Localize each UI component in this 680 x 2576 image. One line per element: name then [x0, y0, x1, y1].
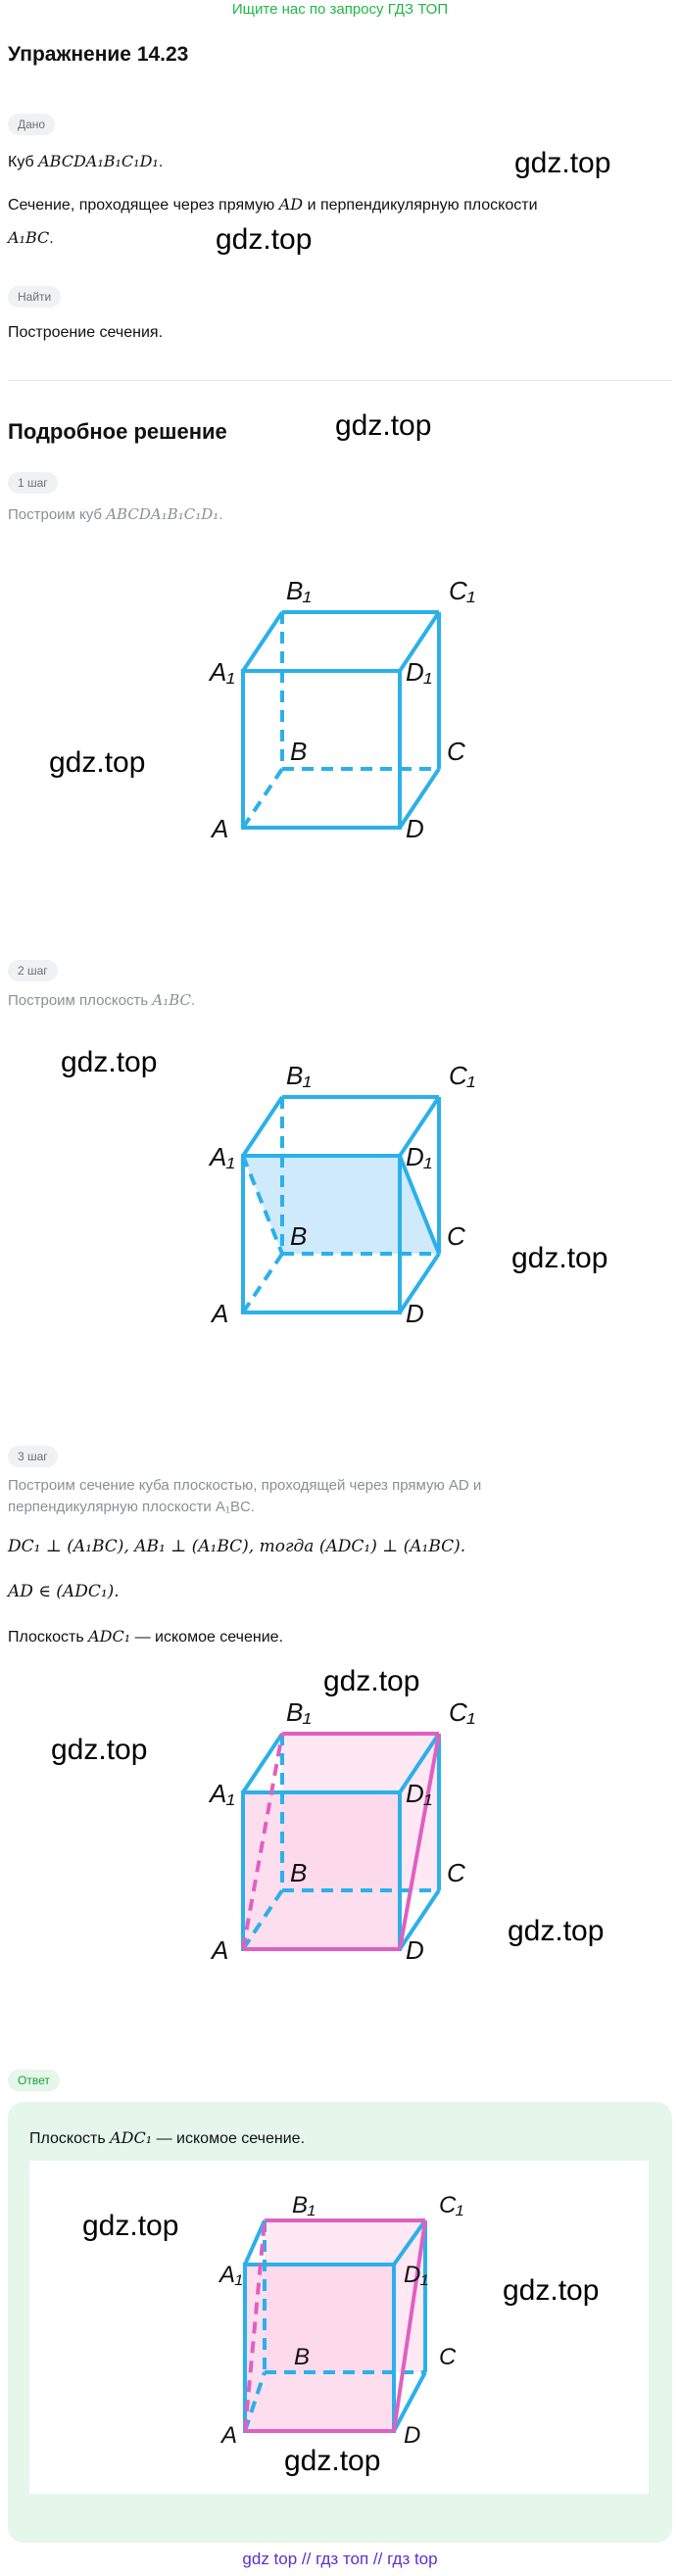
svg-text:B₁: B₁	[286, 1061, 312, 1090]
svg-text:C: C	[447, 1858, 465, 1887]
svg-text:A: A	[210, 1935, 228, 1965]
search-banner[interactable]: Ищите нас по запросу ГДЗ ТОП	[231, 1, 449, 18]
watermark: gdz.top	[82, 2210, 179, 2242]
svg-text:A₁: A₁	[208, 1142, 235, 1171]
label-b1: B₁	[286, 576, 312, 605]
watermark: gdz.top	[511, 1242, 608, 1274]
step-2-text: Построим плоскость A₁BC.	[8, 991, 196, 1009]
cube-figure-answer: B₁ C₁ A₁ D₁ B C A D	[218, 2192, 463, 2449]
label-d1: D₁	[406, 657, 432, 687]
watermark: gdz.top	[61, 1046, 158, 1078]
svg-text:C: C	[447, 1221, 465, 1251]
label-c: C	[447, 737, 465, 766]
step-1-text: Построим куб ABCDA₁B₁C₁D₁.	[8, 505, 223, 523]
given-line-2: Сечение, проходящее через прямую AD и пе…	[8, 195, 538, 214]
watermark: gdz.top	[51, 1734, 148, 1766]
section-adc1	[243, 1792, 400, 1949]
exercise-title: Упражнение 14.23	[8, 43, 189, 66]
watermark: gdz.top	[284, 2445, 381, 2477]
solution-title: Подробное решение	[8, 419, 227, 444]
plane-a1bc	[243, 1156, 439, 1254]
given-line-3: A₁BC.	[8, 228, 54, 247]
svg-text:D: D	[406, 1935, 424, 1965]
watermark: gdz.top	[335, 409, 432, 442]
svg-text:A₁: A₁	[208, 1779, 235, 1808]
step-3-chip: 3 шаг	[8, 1446, 58, 1467]
svg-text:C: C	[439, 2344, 457, 2370]
given-chip: Дано	[8, 114, 56, 135]
svg-text:D₁: D₁	[406, 1142, 432, 1171]
label-d: D	[406, 814, 424, 843]
svg-text:B: B	[290, 1858, 307, 1887]
step-1-chip: 1 шаг	[8, 472, 58, 494]
step-3-text: Построим сечение куба плоскостью, проход…	[8, 1477, 482, 1515]
svg-text:A₁: A₁	[218, 2262, 243, 2288]
svg-text:C₁: C₁	[449, 1061, 475, 1090]
svg-text:B₁: B₁	[292, 2192, 316, 2218]
svg-text:C₁: C₁	[439, 2192, 463, 2218]
svg-text:B₁: B₁	[286, 1697, 312, 1727]
watermark: gdz.top	[49, 746, 146, 779]
cube-figure-3: B₁ C₁ A₁ D₁ B C A D	[208, 1697, 475, 1965]
given-line-1: Куб ABCDA₁B₁C₁D₁.	[8, 152, 164, 170]
answer-text: Плоскость ADC₁ — искомое сечение.	[29, 2128, 306, 2147]
svg-text:A: A	[219, 2422, 237, 2449]
step-3-result: Плоскость ADC₁ — искомое сечение.	[8, 1627, 284, 1646]
watermark: gdz.top	[514, 147, 611, 179]
cube-figure-2: B₁ C₁ A₁ D₁ B C A D	[208, 1061, 475, 1328]
formula-1: DC₁ ⊥ (A₁BC), AB₁ ⊥ (A₁BC), тогда (ADC₁)…	[8, 1537, 466, 1556]
footer-links[interactable]: gdz top // гдз топ // гдз top	[242, 2550, 438, 2568]
answer-chip: Ответ	[8, 2070, 60, 2091]
find-text: Построение сечения.	[8, 324, 164, 341]
divider	[8, 380, 672, 381]
find-chip: Найти	[8, 286, 62, 308]
label-c1: C₁	[449, 576, 475, 605]
cube-figure-1: B₁ C₁ A₁ D₁ B C A D	[208, 576, 475, 843]
svg-text:D₁: D₁	[404, 2262, 428, 2288]
svg-text:B: B	[290, 1221, 307, 1251]
watermark: gdz.top	[503, 2274, 600, 2307]
svg-text:D: D	[406, 1299, 424, 1328]
watermark: gdz.top	[216, 223, 313, 256]
svg-text:D₁: D₁	[406, 1779, 432, 1808]
cube-front-face	[241, 669, 402, 830]
svg-text:C₁: C₁	[449, 1697, 475, 1727]
label-a1: A₁	[208, 657, 235, 687]
formula-2: AD ∈ (ADC₁).	[8, 1582, 120, 1601]
watermark: gdz.top	[323, 1665, 420, 1697]
svg-text:A: A	[210, 1299, 228, 1328]
svg-text:B: B	[294, 2344, 310, 2370]
svg-text:D: D	[404, 2422, 420, 2449]
label-b: B	[290, 737, 307, 766]
label-a: A	[210, 814, 228, 843]
watermark: gdz.top	[508, 1915, 605, 1947]
step-2-chip: 2 шаг	[8, 960, 58, 981]
